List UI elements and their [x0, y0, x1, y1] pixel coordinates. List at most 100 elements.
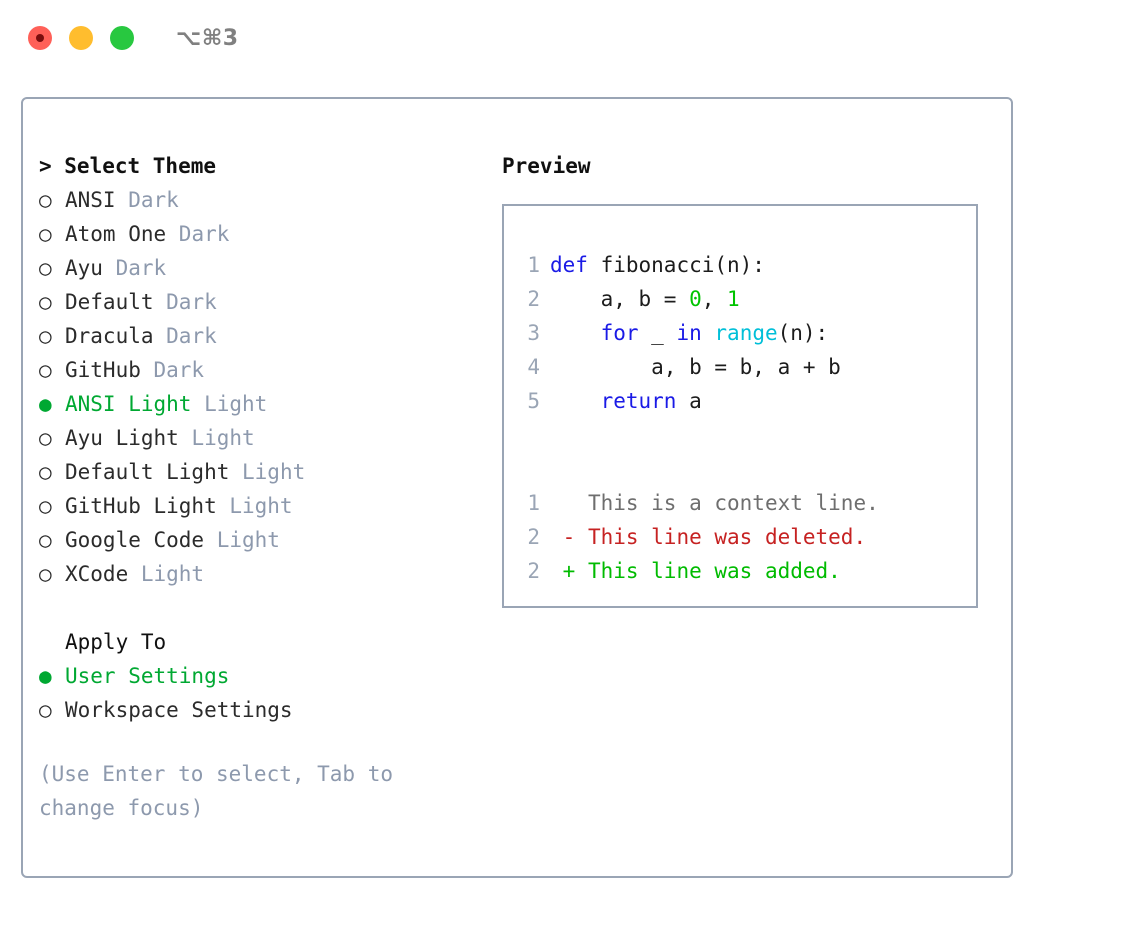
apply-to-option[interactable]: ○ Workspace Settings: [39, 693, 479, 727]
code-token: ,: [701, 287, 728, 311]
theme-kind-label: Dark: [166, 222, 230, 246]
theme-kind-label: Light: [128, 562, 205, 586]
window-titlebar: ⌥⌘3: [0, 0, 1140, 76]
theme-kind-label: Light: [229, 460, 306, 484]
window-controls: [28, 26, 134, 50]
theme-list-item[interactable]: ○ Ayu Light Light: [39, 421, 479, 455]
theme-list-item[interactable]: ○ XCode Light: [39, 557, 479, 591]
diff-marker: +: [550, 559, 576, 583]
theme-list[interactable]: ○ANSI Dark○Atom One Dark○Ayu Dark○Defaul…: [39, 183, 479, 591]
theme-kind-label: Light: [216, 494, 293, 518]
select-theme-heading: > Select Theme: [39, 154, 217, 178]
theme-list-column: > Select Theme ○ANSI Dark○Atom One Dark○…: [39, 149, 479, 825]
code-token: [550, 389, 601, 413]
theme-name-label: Ayu: [65, 256, 103, 280]
diff-marker: [550, 491, 575, 515]
theme-kind-label: Light: [178, 426, 255, 450]
diff-text: This line was deleted.: [575, 525, 867, 549]
code-token: in: [676, 321, 702, 345]
apply-to-option[interactable]: ● User Settings: [39, 659, 479, 693]
theme-name-label: Default Light: [65, 460, 230, 484]
radio-unselected-icon: ○: [39, 358, 52, 382]
theme-list-item[interactable]: ○ ANSI Dark: [39, 183, 479, 217]
theme-name-label: ANSI: [65, 188, 116, 212]
preview-heading: Preview: [502, 154, 591, 178]
diff-sample: 1 This is a context line.2 - This line w…: [518, 486, 970, 588]
line-number: 5: [527, 389, 540, 413]
theme-kind-label: Dark: [102, 256, 167, 280]
radio-unselected-icon: ○: [39, 562, 52, 586]
diff-text: This line was added.: [575, 559, 841, 583]
radio-unselected-icon: ○: [39, 188, 52, 212]
theme-kind-label: Dark: [140, 358, 205, 382]
theme-list-item[interactable]: ○GitHub Light Light: [39, 489, 479, 523]
code-token: def: [550, 253, 588, 277]
line-number: 4: [527, 355, 540, 379]
theme-kind-label: Light: [191, 392, 268, 416]
minimize-button-icon[interactable]: [69, 26, 93, 50]
code-token: for: [600, 321, 639, 345]
code-token: return: [600, 389, 677, 413]
theme-kind-label: Light: [204, 528, 280, 552]
line-number: 1: [527, 491, 540, 515]
code-line: 1 def fibonacci(n):: [518, 248, 970, 282]
code-token: [550, 321, 601, 345]
radio-unselected-icon: ○: [39, 256, 52, 280]
theme-list-item[interactable]: ○Dracula Dark: [39, 319, 479, 353]
theme-list-item[interactable]: ○ Ayu Dark: [39, 251, 479, 285]
theme-name-label: Ayu Light: [65, 426, 179, 450]
apply-to-label: User Settings: [65, 664, 230, 688]
keyboard-shortcut-label: ⌥⌘3: [176, 25, 239, 51]
code-token: a, b = b, a + b: [550, 355, 841, 379]
diff-line: 2 + This line was added.: [518, 554, 970, 588]
apply-to-heading: Apply To: [65, 630, 167, 654]
theme-name-label: Dracula: [65, 324, 154, 348]
radio-unselected-icon: ○: [39, 222, 52, 246]
radio-unselected-icon: ○: [39, 290, 52, 314]
line-number: 1: [527, 253, 540, 277]
theme-name-label: GitHub: [65, 358, 141, 382]
apply-to-list[interactable]: ● User Settings ○ Workspace Settings: [39, 659, 479, 727]
line-number: 2: [527, 525, 540, 549]
close-button-icon[interactable]: [28, 26, 52, 50]
code-line: 4 a, b = b, a + b: [518, 350, 970, 384]
radio-selected-icon: ●: [39, 664, 52, 688]
apply-to-label: Workspace Settings: [65, 698, 293, 722]
code-line: 5 return a: [518, 384, 970, 418]
theme-kind-label: Dark: [153, 324, 217, 348]
code-token: 0: [689, 287, 702, 311]
diff-line: 1 This is a context line.: [518, 486, 970, 520]
theme-kind-label: Dark: [153, 290, 217, 314]
code-token: fibonacci(n):: [587, 253, 765, 277]
code-line: 2 a, b = 0, 1: [518, 282, 970, 316]
code-token: (n):: [777, 321, 829, 345]
theme-list-item[interactable]: ○ Atom One Dark: [39, 217, 479, 251]
radio-unselected-icon: ○: [39, 698, 52, 722]
theme-kind-label: Dark: [115, 188, 179, 212]
theme-list-item[interactable]: ● ANSI Light Light: [39, 387, 479, 421]
radio-selected-icon: ●: [39, 392, 52, 416]
radio-unselected-icon: ○: [39, 528, 52, 552]
theme-name-label: Atom One: [65, 222, 167, 246]
code-token: 1: [727, 287, 740, 311]
diff-line: 2 - This line was deleted.: [518, 520, 970, 554]
maximize-button-icon[interactable]: [110, 26, 134, 50]
theme-list-item[interactable]: ○Google Code Light: [39, 523, 479, 557]
theme-list-item[interactable]: ○Default Dark: [39, 285, 479, 319]
theme-name-label: XCode: [65, 562, 129, 586]
radio-unselected-icon: ○: [39, 426, 52, 450]
theme-selector-panel: > Select Theme ○ANSI Dark○Atom One Dark○…: [21, 97, 1013, 878]
line-number: 2: [527, 559, 540, 583]
radio-unselected-icon: ○: [39, 494, 52, 518]
code-line: 3 for _ in range(n):: [518, 316, 970, 350]
code-token: range: [714, 321, 778, 345]
diff-marker: -: [550, 525, 576, 549]
theme-name-label: ANSI Light: [65, 392, 192, 416]
diff-text: This is a context line.: [575, 491, 879, 515]
radio-unselected-icon: ○: [39, 460, 52, 484]
theme-list-item[interactable]: ○ GitHub Dark: [39, 353, 479, 387]
theme-list-item[interactable]: ○ Default Light Light: [39, 455, 479, 489]
